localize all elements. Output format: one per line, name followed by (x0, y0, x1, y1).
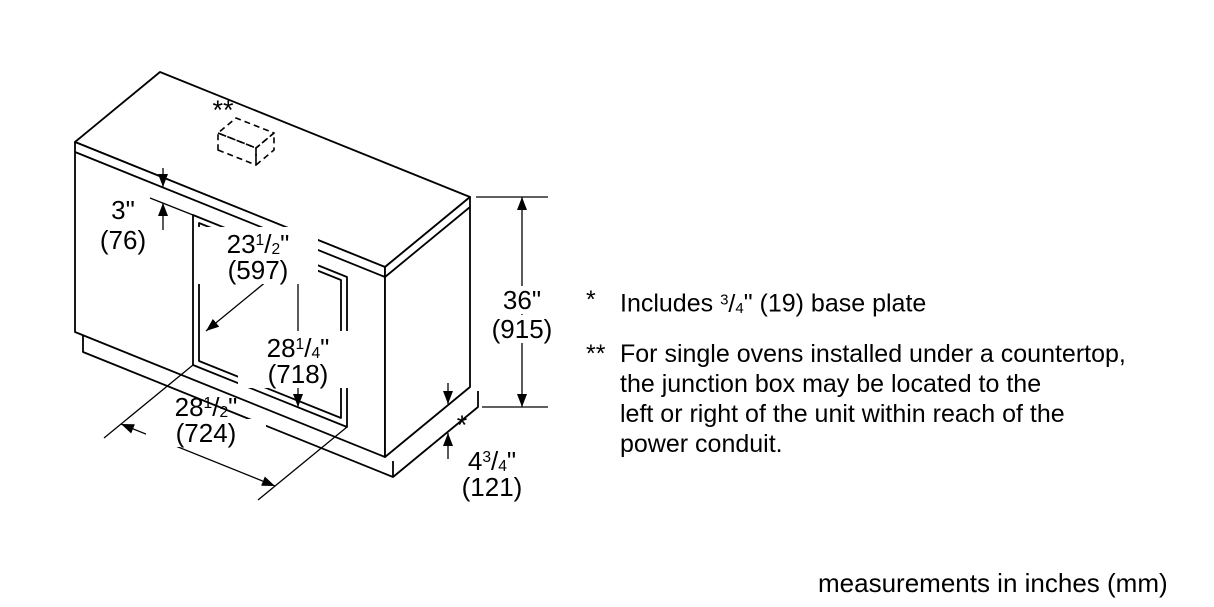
dim-niche-depth-unit: " (280, 228, 290, 259)
units-footer: measurements in inches (mm) (818, 568, 1168, 598)
dim-counter-height-mm: (915) (479, 315, 565, 343)
dim-niche-height-fraction: 1/4 (295, 332, 321, 363)
note-junction-box-text: For single ovens installed under a count… (620, 340, 1126, 458)
dim-niche-width-unit: " (228, 391, 238, 422)
note-base-plate-fraction: 3/4 (720, 289, 744, 318)
note-base-plate-pre: Includes (620, 289, 721, 318)
dim-top-gap-whole: 3 (111, 195, 126, 225)
base-plate-asterisk: * (456, 410, 468, 440)
dim-base-height-fraction: 3/4 (482, 445, 507, 476)
ext-line-cutout-top (149, 197, 194, 216)
countertop-thickness-right (384, 206, 471, 278)
note-junction-box-marker: ** (586, 340, 606, 368)
dim-niche-height-whole: 28 (266, 332, 296, 363)
ext-line-width-left (103, 364, 194, 439)
dim-niche-depth-fraction: 1/2 (255, 228, 281, 259)
dim-base-height-mm: (121) (461, 472, 523, 502)
dim-base-height-unit: " (506, 445, 517, 476)
dim-top-gap-value: 3" (90, 196, 156, 224)
dim-top-gap-unit: " (125, 195, 135, 225)
countertop-thickness-front (74, 151, 386, 278)
junction-box-right-face (255, 132, 275, 166)
junction-box-front-face (217, 132, 257, 166)
dim-niche-width-whole: 28 (174, 391, 204, 422)
junction-box-outline (217, 117, 275, 166)
note-base-plate: * Includes 3/4" (19) base plate (586, 285, 926, 324)
dim-base-height-value: 43/4" (452, 444, 532, 481)
dim-top-gap-mm: (76) (99, 225, 147, 255)
cabinet-diagram-svg (74, 71, 548, 501)
dim-niche-width-fraction: 1/2 (203, 391, 229, 422)
note-base-plate-text: Includes 3/4" (19) base plate (620, 285, 926, 324)
dim-counter-height-whole: 36 (502, 285, 532, 315)
note-base-plate-post: " (19) base plate (743, 289, 927, 318)
junction-box-asterisks: ** (212, 95, 234, 125)
dim-niche-width-mm: (724) (146, 419, 266, 447)
note-junction-box: ** For single ovens installed under a co… (586, 339, 1126, 459)
dim-counter-height-value: 36" (483, 286, 561, 314)
dim-niche-width-value: 281/2" (146, 390, 266, 427)
dim-base-height-whole: 4 (467, 445, 483, 476)
dim-niche-height-unit: " (320, 332, 330, 363)
dim-niche-height-mm: (718) (238, 360, 358, 388)
dim-niche-depth-mm: (597) (198, 256, 318, 284)
ext-line-width-right (257, 426, 348, 501)
dim-counter-height-unit: " (531, 285, 542, 315)
dim-niche-depth-whole: 23 (226, 228, 256, 259)
note-base-plate-marker: * (586, 286, 596, 314)
